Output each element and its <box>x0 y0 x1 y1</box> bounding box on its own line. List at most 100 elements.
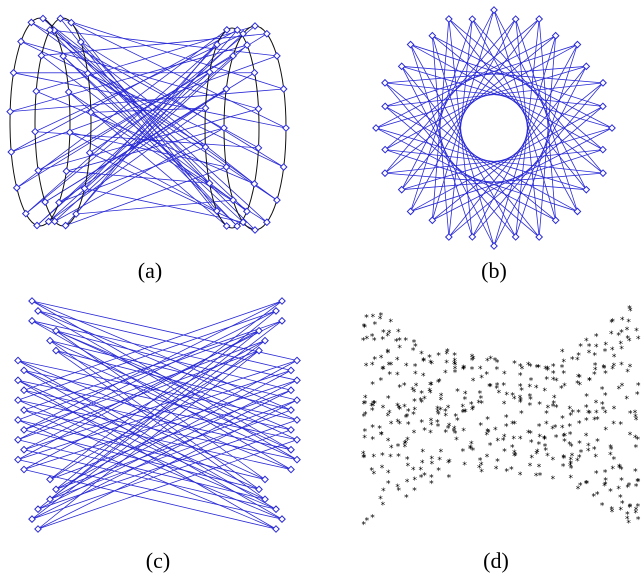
point-d: * <box>406 421 411 431</box>
point-d: * <box>584 480 589 490</box>
node-b <box>468 232 477 241</box>
node-c <box>261 495 269 504</box>
point-d: * <box>537 422 542 432</box>
node-c <box>287 366 295 375</box>
edge-c <box>31 300 298 361</box>
point-d: * <box>628 503 633 513</box>
edge-b <box>384 82 603 107</box>
point-d: * <box>411 411 416 421</box>
point-d: * <box>362 413 367 423</box>
point-d: * <box>551 475 556 485</box>
point-d: * <box>397 404 402 414</box>
point-d: * <box>436 378 441 388</box>
edge-b <box>410 44 603 107</box>
point-d: * <box>404 362 409 372</box>
panel-c-graph <box>14 297 301 533</box>
point-d: * <box>372 337 377 347</box>
point-d: * <box>455 388 460 398</box>
point-d: * <box>412 476 417 486</box>
point-d: * <box>429 381 434 391</box>
node-a <box>65 128 74 137</box>
point-d: * <box>371 399 376 409</box>
point-d: * <box>427 354 432 364</box>
point-d: * <box>469 440 474 450</box>
point-d: * <box>381 487 386 497</box>
point-d: * <box>471 355 476 365</box>
point-d: * <box>551 369 556 379</box>
point-d: * <box>538 433 543 443</box>
point-d: * <box>471 447 476 457</box>
edge-b <box>385 149 604 174</box>
node-b <box>599 169 607 178</box>
point-d: * <box>620 316 625 326</box>
node-c <box>287 406 295 414</box>
edge-a <box>65 166 227 226</box>
point-d: * <box>502 433 507 443</box>
edge-c <box>23 449 277 510</box>
point-d: * <box>381 501 386 511</box>
point-d: * <box>568 456 573 466</box>
point-d: * <box>370 380 375 390</box>
edge-a <box>68 91 227 227</box>
point-d: * <box>560 348 565 358</box>
edge-a <box>90 107 206 113</box>
node-c <box>52 346 60 355</box>
point-d: * <box>428 429 433 439</box>
edge-a <box>36 90 255 185</box>
point-d: * <box>387 409 392 419</box>
point-d: * <box>452 351 457 361</box>
point-d: * <box>587 376 592 386</box>
point-d: * <box>542 435 547 445</box>
point-d: * <box>554 377 559 387</box>
point-d: * <box>594 469 599 479</box>
node-a <box>229 196 237 205</box>
point-d: * <box>470 406 475 416</box>
point-d: * <box>577 454 582 464</box>
point-d: * <box>569 442 574 452</box>
point-d: * <box>585 480 590 490</box>
point-d: * <box>610 317 615 327</box>
point-d: * <box>636 515 641 525</box>
point-d: * <box>601 406 606 416</box>
point-d: * <box>412 429 417 439</box>
point-d: * <box>371 313 376 323</box>
point-d: * <box>452 360 457 370</box>
edge-b <box>410 18 517 212</box>
point-d: * <box>385 348 390 358</box>
node-a <box>59 52 68 61</box>
node-a <box>243 207 251 216</box>
point-d: * <box>504 423 509 433</box>
node-c <box>46 475 54 484</box>
point-d: * <box>470 353 475 363</box>
point-d: * <box>561 454 566 464</box>
edge-c <box>55 310 277 490</box>
point-d: * <box>469 401 474 411</box>
rim-ellipse-a <box>204 27 260 229</box>
node-a <box>279 163 288 171</box>
point-d: * <box>550 425 555 435</box>
edge-a <box>62 55 244 223</box>
point-d: * <box>394 337 399 347</box>
point-d: * <box>568 423 573 433</box>
point-d: * <box>395 483 400 493</box>
node-b <box>551 31 560 40</box>
edge-c <box>23 340 266 431</box>
point-d: * <box>561 463 566 473</box>
node-b <box>406 40 415 49</box>
point-d: * <box>609 445 614 455</box>
edge-a <box>65 29 238 226</box>
node-c <box>46 495 54 504</box>
edge-c <box>55 330 292 391</box>
node-c <box>52 485 60 494</box>
node-a <box>222 222 231 230</box>
edge-a <box>69 132 218 212</box>
node-c <box>34 307 42 315</box>
edge-b <box>384 105 578 212</box>
point-d: * <box>562 370 567 380</box>
point-d: * <box>370 513 375 523</box>
node-a <box>222 163 231 171</box>
edge-b <box>448 18 604 150</box>
point-d: * <box>616 331 621 341</box>
point-d: * <box>387 361 392 371</box>
point-d: * <box>363 324 368 334</box>
